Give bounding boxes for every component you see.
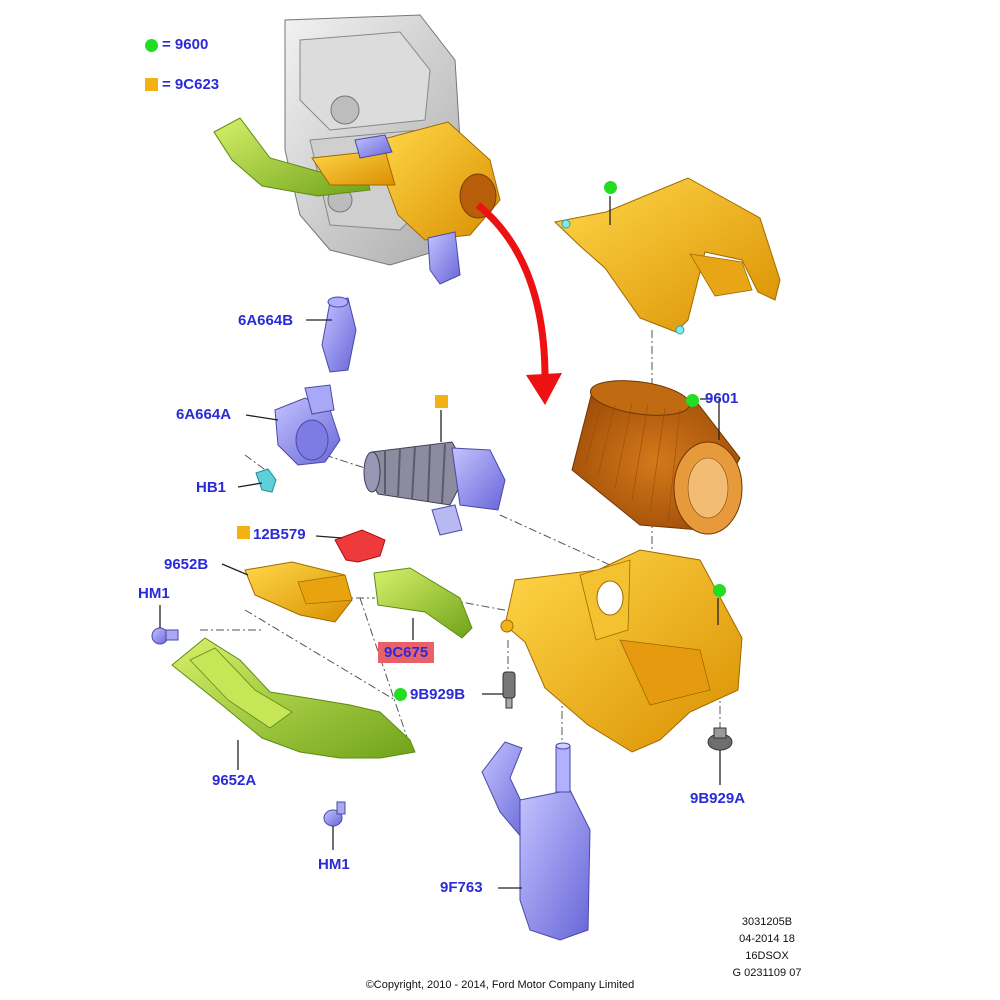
marker-12b579-orange-square	[237, 526, 250, 539]
legend-9600: = 9600	[162, 36, 209, 53]
leader-lines	[159, 196, 721, 889]
part-9c623-hose	[363, 441, 506, 536]
air-cleaner-cover	[553, 177, 781, 333]
label-9c675: 9C675	[378, 642, 435, 663]
label-9f763: 9F763	[440, 879, 483, 896]
air-filter-element	[571, 380, 743, 535]
label-9652a: 9652A	[212, 772, 257, 789]
label-6a664a: 6A664A	[176, 406, 232, 423]
legend-orange-square	[145, 78, 158, 91]
marker-9b929b-green-dot	[394, 688, 407, 701]
marker-body-green-dot	[713, 584, 726, 597]
copyright-notice: ©Copyright, 2010 - 2014, Ford Motor Comp…	[365, 979, 635, 991]
label-9b929a: 9B929A	[690, 790, 746, 807]
legend-green-dot	[145, 39, 158, 52]
marker-hose-orange-square	[435, 395, 448, 408]
part-6a664b	[321, 297, 357, 373]
part-hm1-top	[151, 627, 179, 645]
reference-line-2: 04-2014 18	[739, 933, 795, 945]
marker-cover-green-dot	[604, 181, 617, 194]
reference-line-1: 3031205B	[741, 916, 793, 928]
part-9b929a	[707, 727, 733, 751]
part-12b579	[334, 529, 386, 563]
part-hm1-bottom	[323, 801, 346, 827]
part-9f763	[481, 741, 591, 941]
label-12b579: 12B579	[253, 526, 306, 543]
part-9c675	[373, 567, 473, 639]
label-hb1: HB1	[196, 479, 227, 496]
reference-block: 3031205B 04-2014 18 16DSOX G 0231109 07	[712, 914, 822, 982]
legend-9c623: = 9C623	[162, 76, 220, 93]
label-hm1-bottom: HM1	[318, 856, 350, 873]
red-direction-arrow	[475, 202, 549, 379]
reference-line-3: 16DSOX	[745, 950, 789, 962]
label-9652b: 9652B	[164, 556, 209, 573]
part-9652b	[244, 561, 353, 623]
label-6a664b: 6A664B	[238, 312, 294, 329]
label-9601: 9601	[705, 390, 739, 407]
label-hm1-top: HM1	[138, 585, 170, 602]
marker-9601-green-dot	[686, 394, 699, 407]
part-hb1	[255, 468, 277, 493]
label-9b929b: 9B929B	[410, 686, 466, 703]
part-9b929b	[502, 671, 516, 709]
reference-line-4: G 0231109 07	[732, 967, 802, 979]
engine-purple-resonator	[427, 231, 461, 285]
air-cleaner-body	[504, 549, 743, 753]
